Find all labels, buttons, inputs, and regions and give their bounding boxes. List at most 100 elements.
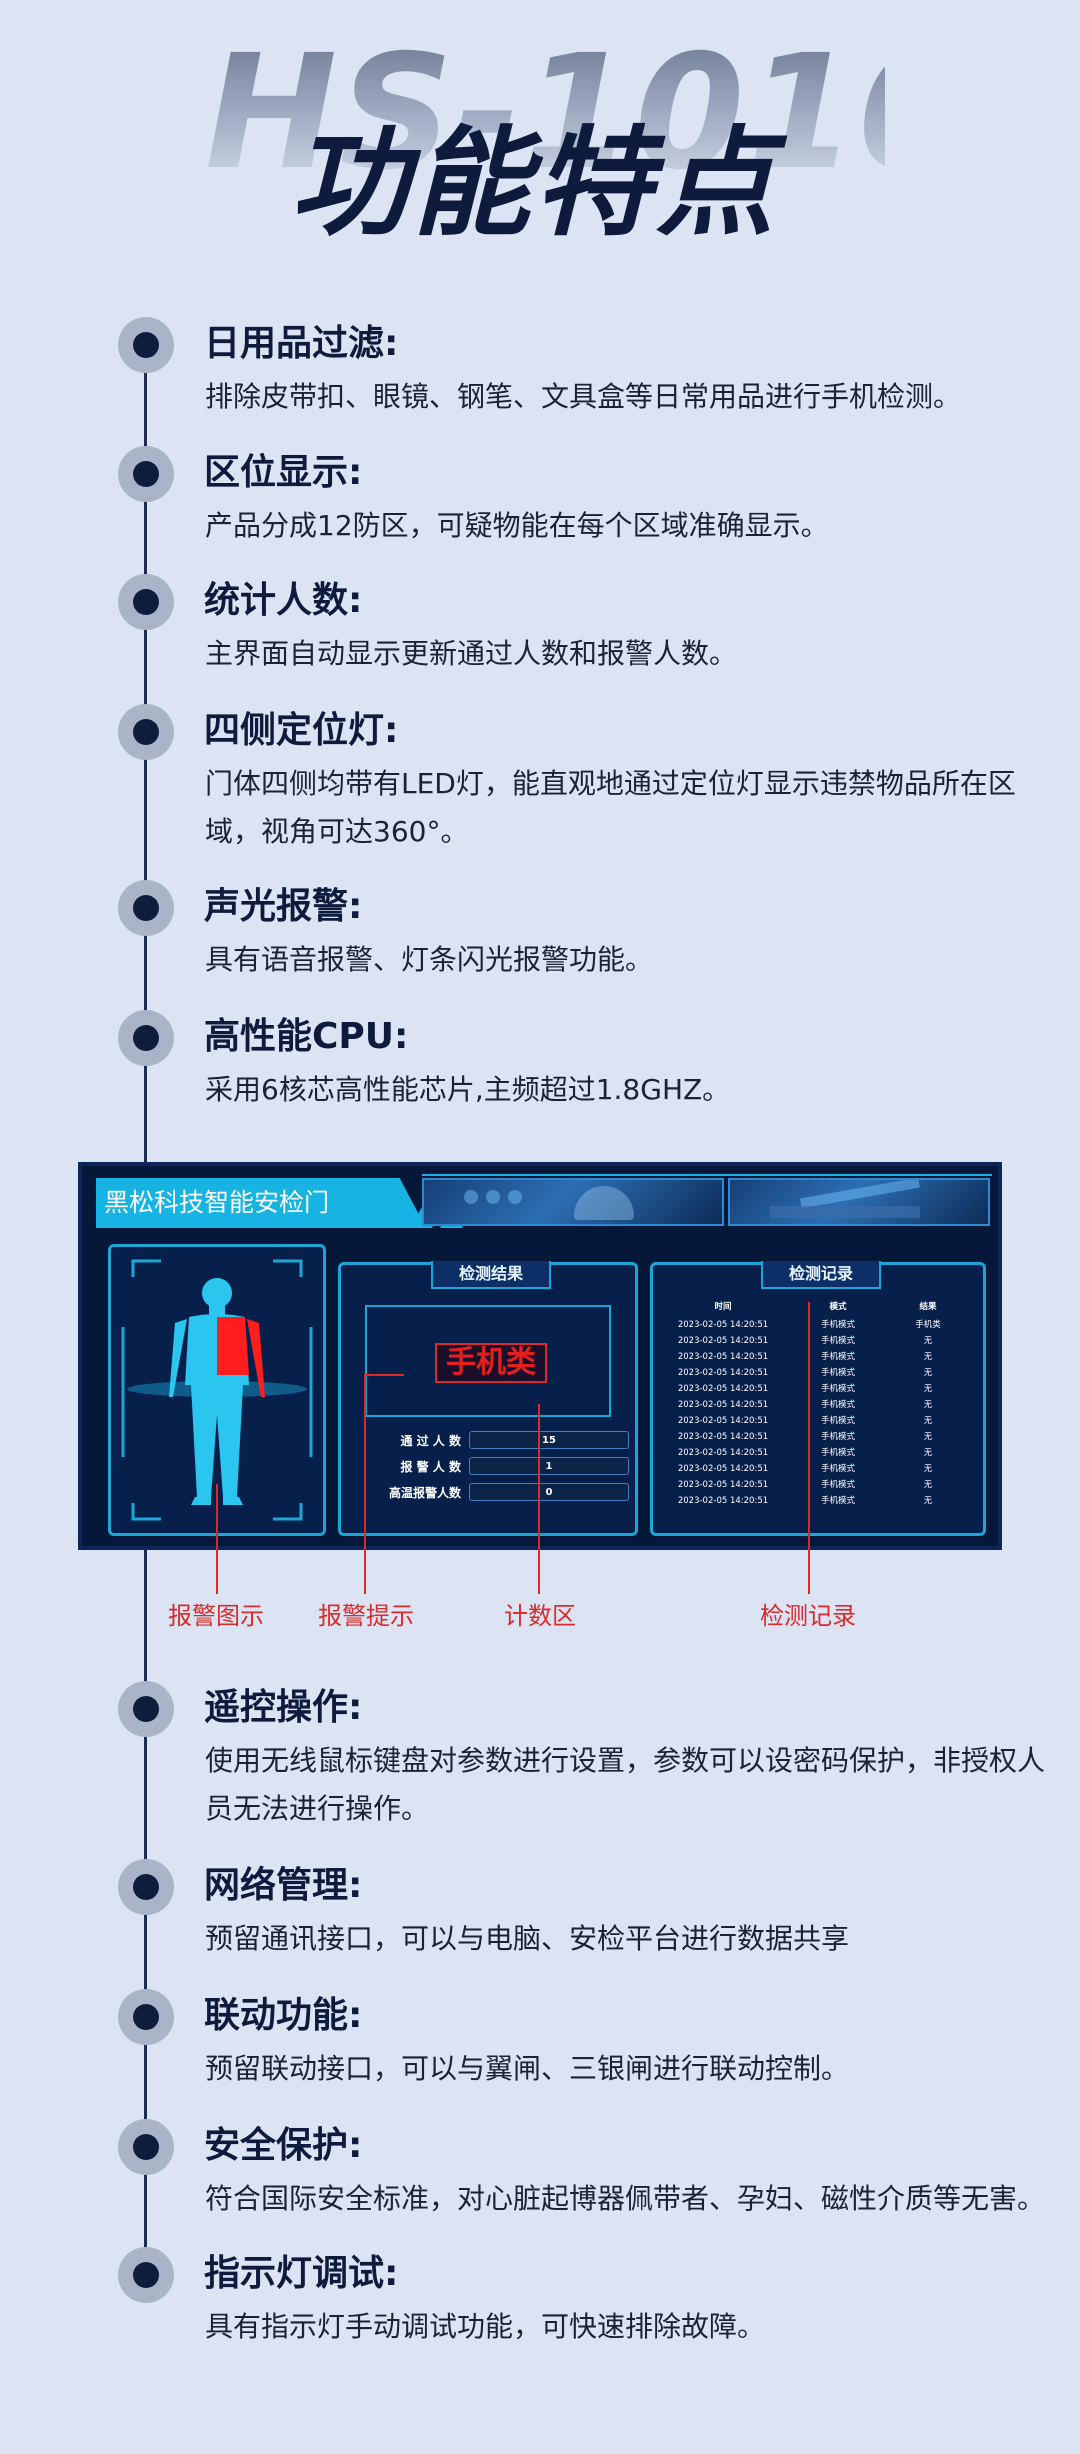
alarm-tip-box: 手机类 bbox=[365, 1305, 611, 1417]
count-value: 15 bbox=[469, 1431, 629, 1449]
count-label: 报 警 人 数 bbox=[400, 1460, 461, 1474]
feature-title: 安全保护: bbox=[204, 2125, 363, 2166]
record-cell: 无 bbox=[923, 1448, 933, 1458]
feature-desc: 主界面自动显示更新通过人数和报警人数。 bbox=[205, 637, 738, 670]
header-line bbox=[422, 1174, 992, 1176]
count-label: 高温报警人数 bbox=[388, 1486, 461, 1500]
count-value: 0 bbox=[469, 1483, 629, 1501]
dashboard-screen: 黑松科技智能安检门 bbox=[78, 1162, 1002, 1550]
record-cell: 2023-02-05 14:20:51 bbox=[677, 1320, 769, 1330]
feature-desc: 门体四侧均带有LED灯，能直观地通过定位灯显示违禁物品所在区域，视角可达360°… bbox=[205, 767, 1016, 848]
bullet-dot-icon bbox=[118, 574, 174, 630]
callout-record: 检测记录 bbox=[760, 1602, 856, 1630]
feature-desc: 具有语音报警、灯条闪光报警功能。 bbox=[205, 943, 654, 976]
feature-title: 网络管理: bbox=[204, 1865, 363, 1906]
feature-title: 区位显示: bbox=[204, 452, 363, 493]
count-label: 通 过 人 数 bbox=[400, 1434, 461, 1448]
record-cell: 无 bbox=[923, 1416, 933, 1426]
bullet-dot-icon bbox=[118, 1989, 174, 2045]
record-tab: 检测记录 bbox=[761, 1261, 881, 1289]
bullet-dot-icon bbox=[118, 1010, 174, 1066]
feature-desc: 预留联动接口，可以与翼闸、三银闸进行联动控制。 bbox=[205, 2052, 850, 2085]
feature-desc: 采用6核芯高性能芯片,主频超过1.8GHZ。 bbox=[205, 1073, 731, 1106]
record-cell: 2023-02-05 14:20:51 bbox=[677, 1352, 769, 1362]
brand-title: 黑松科技智能安检门 bbox=[104, 1188, 330, 1217]
record-cell: 2023-02-05 14:20:51 bbox=[677, 1336, 769, 1346]
record-header: 时间 bbox=[714, 1302, 732, 1312]
callout-count-area: 计数区 bbox=[504, 1602, 576, 1630]
feature-desc: 排除皮带扣、眼镜、钢笔、文具盒等日常用品进行手机检测。 bbox=[205, 380, 962, 413]
timeline-line-bottom bbox=[144, 1550, 147, 2290]
record-cell: 手机模式 bbox=[820, 1464, 855, 1474]
record-cell: 手机模式 bbox=[820, 1416, 855, 1426]
record-cell: 手机模式 bbox=[820, 1496, 855, 1506]
record-cell: 2023-02-05 14:20:51 bbox=[677, 1448, 769, 1458]
record-cell: 手机模式 bbox=[820, 1352, 855, 1362]
feature-desc: 使用无线鼠标键盘对参数进行设置，参数可以设密码保护，非授权人员无法进行操作。 bbox=[205, 1744, 1046, 1825]
record-header-row: 时间 模式 结果 bbox=[663, 1299, 979, 1315]
callout-line bbox=[216, 1484, 218, 1594]
record-cell: 手机模式 bbox=[820, 1480, 855, 1490]
count-row: 高温报警人数 0 bbox=[389, 1483, 629, 1503]
bullet-dot-icon bbox=[118, 446, 174, 502]
record-cell: 2023-02-05 14:20:51 bbox=[677, 1464, 769, 1474]
callout-tick bbox=[364, 1374, 404, 1376]
feature-desc: 具有指示灯手动调试功能，可快速排除故障。 bbox=[205, 2310, 766, 2343]
feature-title: 四侧定位灯: bbox=[204, 710, 399, 751]
feature-title: 统计人数: bbox=[204, 580, 363, 621]
bullet-dot-icon bbox=[118, 2247, 174, 2303]
record-cell: 2023-02-05 14:20:51 bbox=[677, 1416, 769, 1426]
feature-title: 日用品过滤: bbox=[204, 323, 399, 364]
record-cell: 手机模式 bbox=[820, 1448, 855, 1458]
record-header: 模式 bbox=[829, 1302, 847, 1312]
table-row: 2023-02-05 14:20:51 手机模式 无 bbox=[663, 1493, 979, 1509]
feature-title: 遥控操作: bbox=[204, 1687, 363, 1728]
bullet-dot-icon bbox=[118, 2119, 174, 2175]
record-cell: 手机模式 bbox=[820, 1336, 855, 1346]
record-cell: 无 bbox=[923, 1400, 933, 1410]
banner-image-1 bbox=[422, 1178, 724, 1226]
result-panel: 检测结果 手机类 通 过 人 数 15 报 警 人 数 1 高温报警人数 0 bbox=[338, 1261, 638, 1536]
callout-alarm-tip: 报警提示 bbox=[318, 1602, 414, 1630]
record-cell: 无 bbox=[923, 1368, 933, 1378]
feature-title: 高性能CPU: bbox=[204, 1016, 409, 1057]
table-row: 2023-02-05 14:20:51 手机模式 无 bbox=[663, 1349, 979, 1365]
table-row: 2023-02-05 14:20:51 手机模式 手机类 bbox=[663, 1317, 979, 1333]
record-cell: 无 bbox=[923, 1352, 933, 1362]
record-cell: 手机模式 bbox=[820, 1320, 855, 1330]
record-cell: 无 bbox=[923, 1384, 933, 1394]
feature-desc: 产品分成12防区，可疑物能在每个区域准确显示。 bbox=[205, 509, 829, 542]
record-cell: 手机模式 bbox=[820, 1432, 855, 1442]
count-row: 报 警 人 数 1 bbox=[400, 1457, 629, 1477]
record-cell: 手机模式 bbox=[820, 1384, 855, 1394]
table-row: 2023-02-05 14:20:51 手机模式 无 bbox=[663, 1413, 979, 1429]
record-cell: 2023-02-05 14:20:51 bbox=[677, 1432, 769, 1442]
table-row: 2023-02-05 14:20:51 手机模式 无 bbox=[663, 1445, 979, 1461]
record-cell: 无 bbox=[923, 1496, 933, 1506]
feature-desc: 符合国际安全标准，对心脏起博器佩带者、孕妇、磁性介质等无害。 bbox=[205, 2182, 1046, 2215]
result-tab: 检测结果 bbox=[431, 1261, 551, 1289]
feature-title: 声光报警: bbox=[204, 886, 363, 927]
human-body-icon bbox=[121, 1259, 313, 1521]
record-cell: 手机模式 bbox=[820, 1368, 855, 1378]
bullet-dot-icon bbox=[118, 317, 174, 373]
record-cell: 2023-02-05 14:20:51 bbox=[677, 1384, 769, 1394]
feature-title: 指示灯调试: bbox=[204, 2253, 399, 2294]
record-cell: 手机类 bbox=[915, 1320, 941, 1330]
feature-desc: 预留通讯接口，可以与电脑、安检平台进行数据共享 bbox=[205, 1922, 850, 1955]
record-cell: 无 bbox=[923, 1432, 933, 1442]
record-cell: 2023-02-05 14:20:51 bbox=[677, 1496, 769, 1506]
record-cell: 手机模式 bbox=[820, 1400, 855, 1410]
record-cell: 无 bbox=[923, 1480, 933, 1490]
count-row: 通 过 人 数 15 bbox=[400, 1431, 629, 1451]
alarm-tip-label: 手机类 bbox=[435, 1343, 547, 1383]
callout-line bbox=[808, 1302, 810, 1594]
table-row: 2023-02-05 14:20:51 手机模式 无 bbox=[663, 1381, 979, 1397]
bullet-dot-icon bbox=[118, 1681, 174, 1737]
